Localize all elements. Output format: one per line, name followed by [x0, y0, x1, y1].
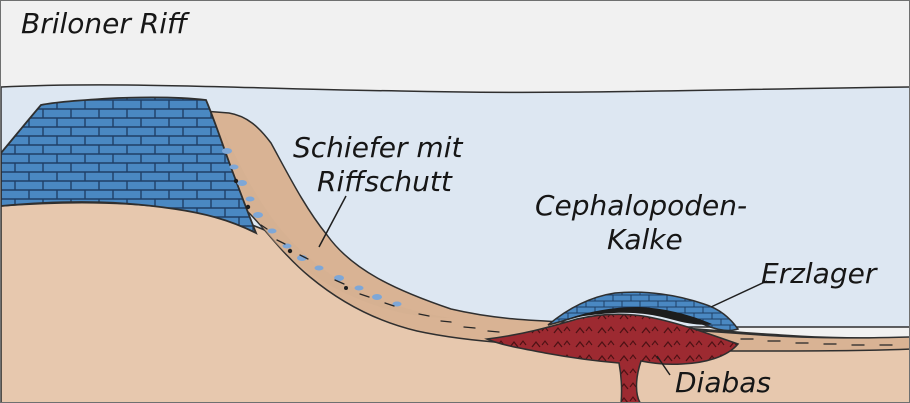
label-briloner-riff-text: Briloner Riff: [21, 7, 187, 41]
label-erzlager: Erzlager: [761, 257, 876, 291]
label-erzlager-text: Erzlager: [761, 257, 876, 291]
label-diabas: Diabas: [675, 366, 771, 400]
label-schiefer-mit-riffschutt: Schiefer mit Riffschutt: [293, 131, 462, 199]
label-cephalopoden-kalke: Cephalopoden- Kalke: [535, 189, 747, 257]
label-diabas-text: Diabas: [675, 366, 771, 400]
label-schiefer-line-2: Riffschutt: [293, 165, 462, 199]
label-briloner-riff: Briloner Riff: [21, 7, 187, 41]
label-cephalopoden-line-1: Cephalopoden-: [535, 189, 747, 223]
label-schiefer-line-1: Schiefer mit: [293, 131, 462, 165]
label-cephalopoden-line-2: Kalke: [535, 223, 747, 257]
